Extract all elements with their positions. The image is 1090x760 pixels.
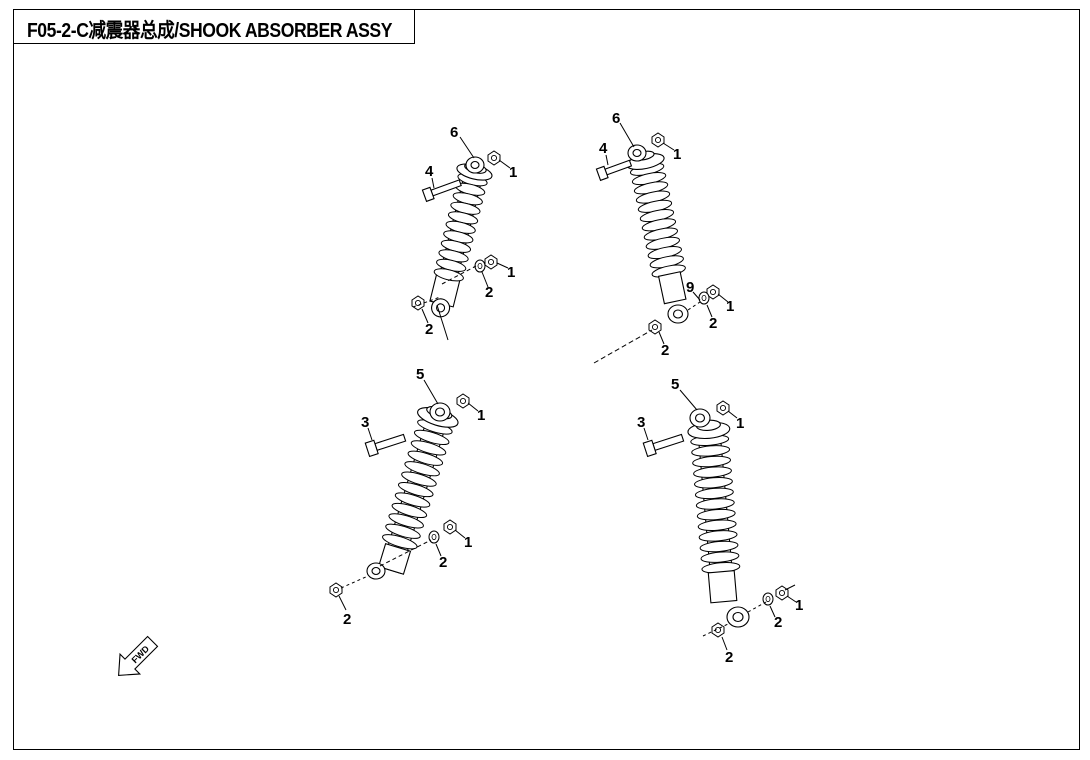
- callout-labels: 6 4 1 1 2 2 6 4 1 9 1 2 2 5 3 1 1 2 2 5 …: [343, 110, 803, 666]
- drawing-frame: [13, 9, 1080, 750]
- spring-coil: [401, 471, 437, 487]
- callout-6: 6: [612, 110, 620, 127]
- callout-1: 1: [673, 146, 681, 163]
- spring-coil: [407, 450, 444, 466]
- callout-5: 5: [416, 366, 424, 383]
- spring-coil: [397, 481, 434, 498]
- callout-2: 2: [425, 321, 433, 338]
- spring-coil: [695, 498, 735, 510]
- spring-coil: [698, 530, 738, 542]
- spring-coil: [692, 455, 732, 468]
- forward-direction-arrow: FWD: [118, 635, 159, 676]
- callout-1: 1: [795, 597, 803, 614]
- shock-absorber-lower-right: [642, 400, 796, 638]
- spring-coil: [394, 492, 431, 508]
- diagram-title: F05-2-C减震器总成/SHOOK ABSORBER ASSY: [27, 20, 393, 42]
- spring-coil: [382, 534, 418, 550]
- callout-2: 2: [439, 554, 447, 571]
- spring-coil: [433, 268, 464, 282]
- spring-coil: [413, 429, 450, 446]
- callout-3: 3: [637, 414, 645, 431]
- shock-absorber-upper-left: [411, 150, 501, 341]
- callout-1: 1: [736, 415, 744, 432]
- spring-coil: [694, 477, 733, 489]
- callout-1: 1: [464, 534, 472, 551]
- spring-coil: [385, 523, 421, 539]
- spring-coil: [699, 540, 739, 553]
- spring-coil: [693, 466, 732, 478]
- callout-3: 3: [361, 414, 369, 431]
- spring-coil: [700, 551, 740, 563]
- callout-5: 5: [671, 376, 679, 393]
- callout-2: 2: [774, 614, 782, 631]
- callout-2: 2: [709, 315, 717, 332]
- title-block: [13, 9, 415, 44]
- spring-coil: [696, 508, 736, 521]
- callout-6: 6: [450, 124, 458, 141]
- spring-coil: [391, 502, 428, 519]
- spring-coil: [691, 445, 731, 457]
- callout-2: 2: [485, 284, 493, 301]
- shock-absorber-lower-left: [329, 393, 470, 598]
- shock-absorber-upper-right: [593, 132, 720, 364]
- callout-2: 2: [661, 342, 669, 359]
- spring-coil: [697, 519, 737, 532]
- callout-9: 9: [686, 279, 694, 296]
- callout-1: 1: [726, 298, 734, 315]
- callout-2: 2: [725, 649, 733, 666]
- callout-2: 2: [343, 611, 351, 628]
- callout-4: 4: [425, 163, 434, 180]
- leader-lines: [338, 122, 797, 651]
- spring-coil: [404, 461, 440, 477]
- callout-4: 4: [599, 140, 608, 157]
- spring-coil: [410, 440, 447, 456]
- callout-1: 1: [509, 164, 517, 181]
- spring-coil: [694, 487, 734, 500]
- spring-coil: [388, 513, 424, 529]
- callout-1: 1: [507, 264, 515, 281]
- callout-1: 1: [477, 407, 485, 424]
